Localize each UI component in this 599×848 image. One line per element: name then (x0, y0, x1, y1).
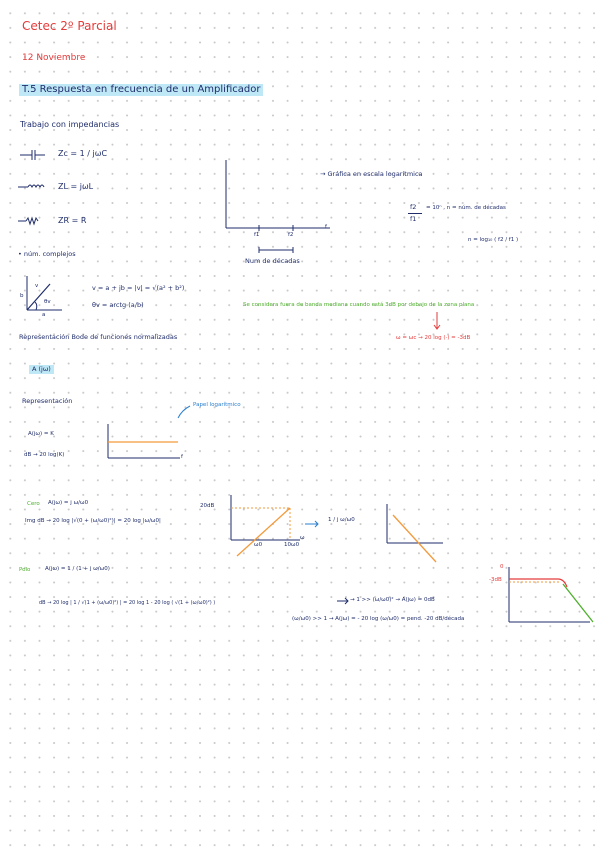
log-scale-graph (225, 160, 330, 253)
complex-vector-diagram (26, 276, 62, 311)
bode-axis-f: f (181, 454, 183, 460)
case-arrow-icon (337, 597, 349, 605)
date-label: 12 Noviembre (22, 53, 86, 63)
tick-f1: f1 (254, 232, 260, 238)
vector-equation: v = a + jb = |v| = √(a² + b²) (92, 284, 185, 292)
zero-bode-graph (230, 495, 300, 557)
zero-axis-w: ω (300, 535, 305, 541)
pole-minus3db-level: -3dB (489, 577, 502, 583)
log-scale-note: → Gráfica en escala logarítmica (320, 170, 423, 178)
vector-label-a: a (42, 312, 46, 318)
zero-db-equation: Img dB → 20 log |√(0 + (ω/ω0)²)| = 20 lo… (25, 518, 161, 524)
zero-tick-w0: ω0 (254, 542, 263, 548)
vector-label-v: v (35, 283, 39, 289)
impedances-heading: Trabajo con impedancias (20, 120, 120, 129)
bode-function-box: A (jω) (29, 365, 54, 374)
pole-zero-level: 0 (500, 564, 504, 570)
zero-equation: A(jω) = j ω/ω0 (48, 500, 89, 506)
zero-20db-level: 20dB (200, 503, 215, 509)
vector-label-theta: θv (44, 299, 51, 305)
down-arrow-icon (433, 312, 441, 330)
zero-inverse-fraction: 1 / j ω/ω0 (328, 517, 355, 523)
representation-label: Representación (22, 397, 73, 405)
pole-bode-graph (508, 567, 594, 623)
ratio-denominator: f1 (410, 215, 417, 223)
resistor-impedance: ZR = R (58, 216, 87, 225)
pole-label: Polo (19, 567, 31, 573)
ratio-rhs: = 10ⁿ , n = núm. de décadas (426, 205, 506, 211)
constant-db-eq: dB → 20 log(K) (24, 452, 65, 458)
pole-equation: A(jω) = 1 / (1 + j ω/ω0) (45, 566, 110, 572)
capacitor-impedance: Zc = 1 / jωC (58, 149, 108, 158)
complex-heading: • núm. complejos (18, 250, 76, 258)
pole-case-high: (ω/ω0) >> 1 → A(jω) = - 20 log (ω/ω0) = … (292, 616, 465, 622)
section-heading: T.5 Respuesta en frecuencia de un Amplif… (19, 84, 264, 96)
axis-f-label: f (325, 224, 327, 230)
decades-label: Num de décadas (245, 257, 300, 265)
zero-inverse-bode-graph (386, 504, 443, 563)
resistor-icon (18, 216, 39, 226)
tick-f2: f2 (288, 232, 294, 238)
inductor-icon (18, 184, 45, 189)
zero-label: Cero (27, 501, 40, 507)
fraction-bar (408, 213, 422, 214)
zero-tick-10w0: 10ω0 (284, 542, 300, 548)
constant-eq: A(jω) = K (28, 431, 54, 437)
vector-label-b: b (20, 293, 24, 299)
n-equation: n = log₁₀ ( f2 / f1 ) (468, 237, 519, 243)
inductor-impedance: ZL = jωL (58, 182, 94, 191)
pole-case-low: → 1 >> (ω/ω0)² → A(jω) = 0dB (350, 597, 435, 603)
minus-3db-note: ω = ωc → 20 log (·) = -3dB (396, 335, 471, 341)
curved-arrow-icon (177, 405, 191, 419)
capacitor-icon (20, 150, 45, 160)
constant-bode-graph (107, 424, 180, 459)
pole-db-equation: dB → 20 log | 1 / √(1 + (ω/ω0)²) | = 20 … (39, 600, 216, 606)
band-note: Se considera fuera de banda mediana cuan… (243, 302, 475, 308)
ratio-numerator: f2 (410, 203, 417, 211)
angle-equation: θv = arctg (a/b) (92, 301, 144, 309)
log-paper-label: Papel logarítmico (193, 402, 241, 408)
page-title: Cetec 2º Parcial (22, 19, 117, 33)
bode-heading: Representación Bode de funciones normali… (19, 333, 178, 341)
right-arrow-icon (305, 520, 319, 528)
